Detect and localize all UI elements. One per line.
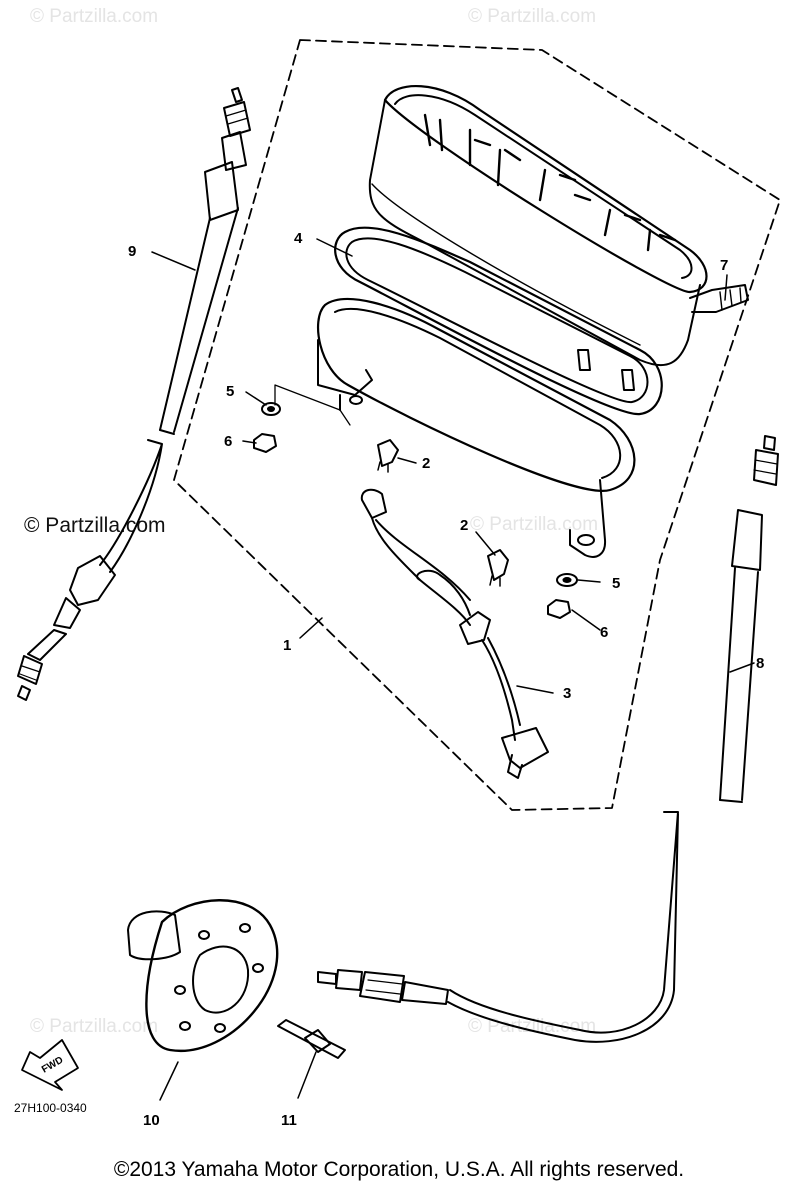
callout-10: 10 [143,1112,160,1129]
tachometer-cable [317,435,779,1043]
fwd-arrow: FWD [21,1039,79,1091]
nut-6-left [253,433,277,453]
callout-9: 9 [128,243,136,260]
wire-harness [360,488,549,779]
callout-2-upper: 2 [422,455,430,472]
watermark-bottom-left: © Partzilla.com [30,1016,158,1037]
meter-housing [368,84,708,367]
gasket [334,226,663,416]
callout-6-right: 6 [600,624,608,641]
diagram-code: 27H100-0340 [14,1101,87,1115]
bulb-lower [487,549,509,587]
washer-5-left [261,402,281,416]
nut-6-right [547,599,571,619]
callout-3: 3 [563,685,571,702]
fwd-label: FWD [40,1055,65,1076]
callout-7: 7 [720,257,728,274]
trip-knob [689,284,749,313]
watermark-middle-right: © Partzilla.com [470,514,598,535]
gear-pin [277,1019,346,1059]
callout-2-lower: 2 [460,517,468,534]
callout-5-right: 5 [612,575,620,592]
watermark-top-left: © Partzilla.com [30,6,158,27]
callout-5-left: 5 [226,383,234,400]
speedometer-gear [127,899,279,1053]
callout-11: 11 [281,1112,297,1129]
assembly-boundary-dashed [173,39,781,811]
watermark-top-right: © Partzilla.com [468,6,596,27]
speedometer-cable [17,87,251,701]
callout-8: 8 [756,655,764,672]
callout-1: 1 [283,637,291,654]
mounting-stud-left [577,349,591,371]
bulb-upper [377,439,399,473]
callout-4: 4 [294,230,303,247]
leader-lines [151,238,755,1101]
callout-6-left: 6 [224,433,232,450]
watermark-dark: © Partzilla.com [24,514,166,537]
copyright-footer: ©2013 Yamaha Motor Corporation, U.S.A. A… [113,1158,685,1181]
mounting-stud-right [621,369,635,391]
washer-5-right [556,573,578,587]
meter-bracket [317,297,636,558]
guide-line-left [274,384,351,426]
